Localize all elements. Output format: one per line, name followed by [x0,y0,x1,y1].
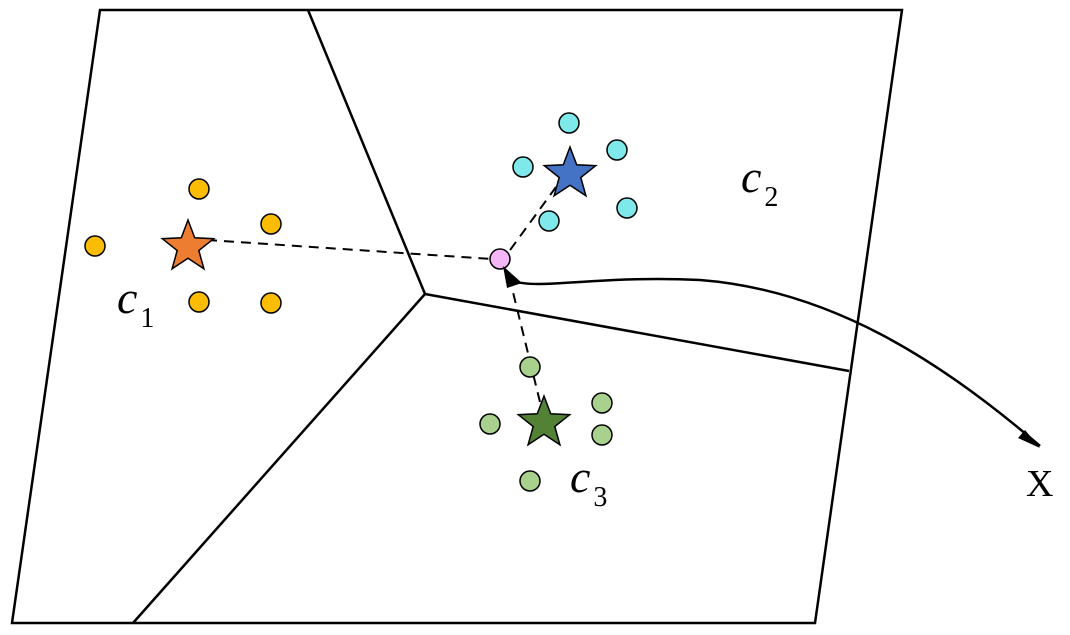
point [558,112,580,134]
boundary-c1-c3 [132,293,426,624]
boundary-c1-c2 [306,9,427,295]
boundary-c2-c3 [424,292,850,373]
query-point [489,248,511,270]
point [591,424,613,446]
point [519,356,541,378]
centroid-c3-star [516,393,572,447]
point [512,156,534,178]
point [616,197,638,219]
point [260,292,282,314]
centroid-c2-star [542,144,598,198]
point [260,213,282,235]
point [84,235,106,257]
point [606,139,628,161]
dashed-line-c1 [206,239,493,260]
point [591,392,613,414]
cluster-c1-points [84,178,282,314]
plane-boundary [10,8,904,625]
dashed-line-c2 [504,186,557,258]
dashed-connections [206,186,557,403]
point [538,210,560,232]
point [519,470,541,492]
curve-arrowhead-icon [1018,430,1040,448]
point [188,178,210,200]
point [479,413,501,435]
point [188,291,210,313]
voronoi-boundaries [132,9,850,624]
cluster-c3-points [479,356,613,492]
mapping-curve [512,277,1041,447]
label-x: X [1026,463,1053,505]
arrowhead-icon [503,266,522,288]
dashed-line-c3 [509,279,541,403]
centroid-c1-star [160,217,216,271]
cluster-c2-points [512,112,638,232]
